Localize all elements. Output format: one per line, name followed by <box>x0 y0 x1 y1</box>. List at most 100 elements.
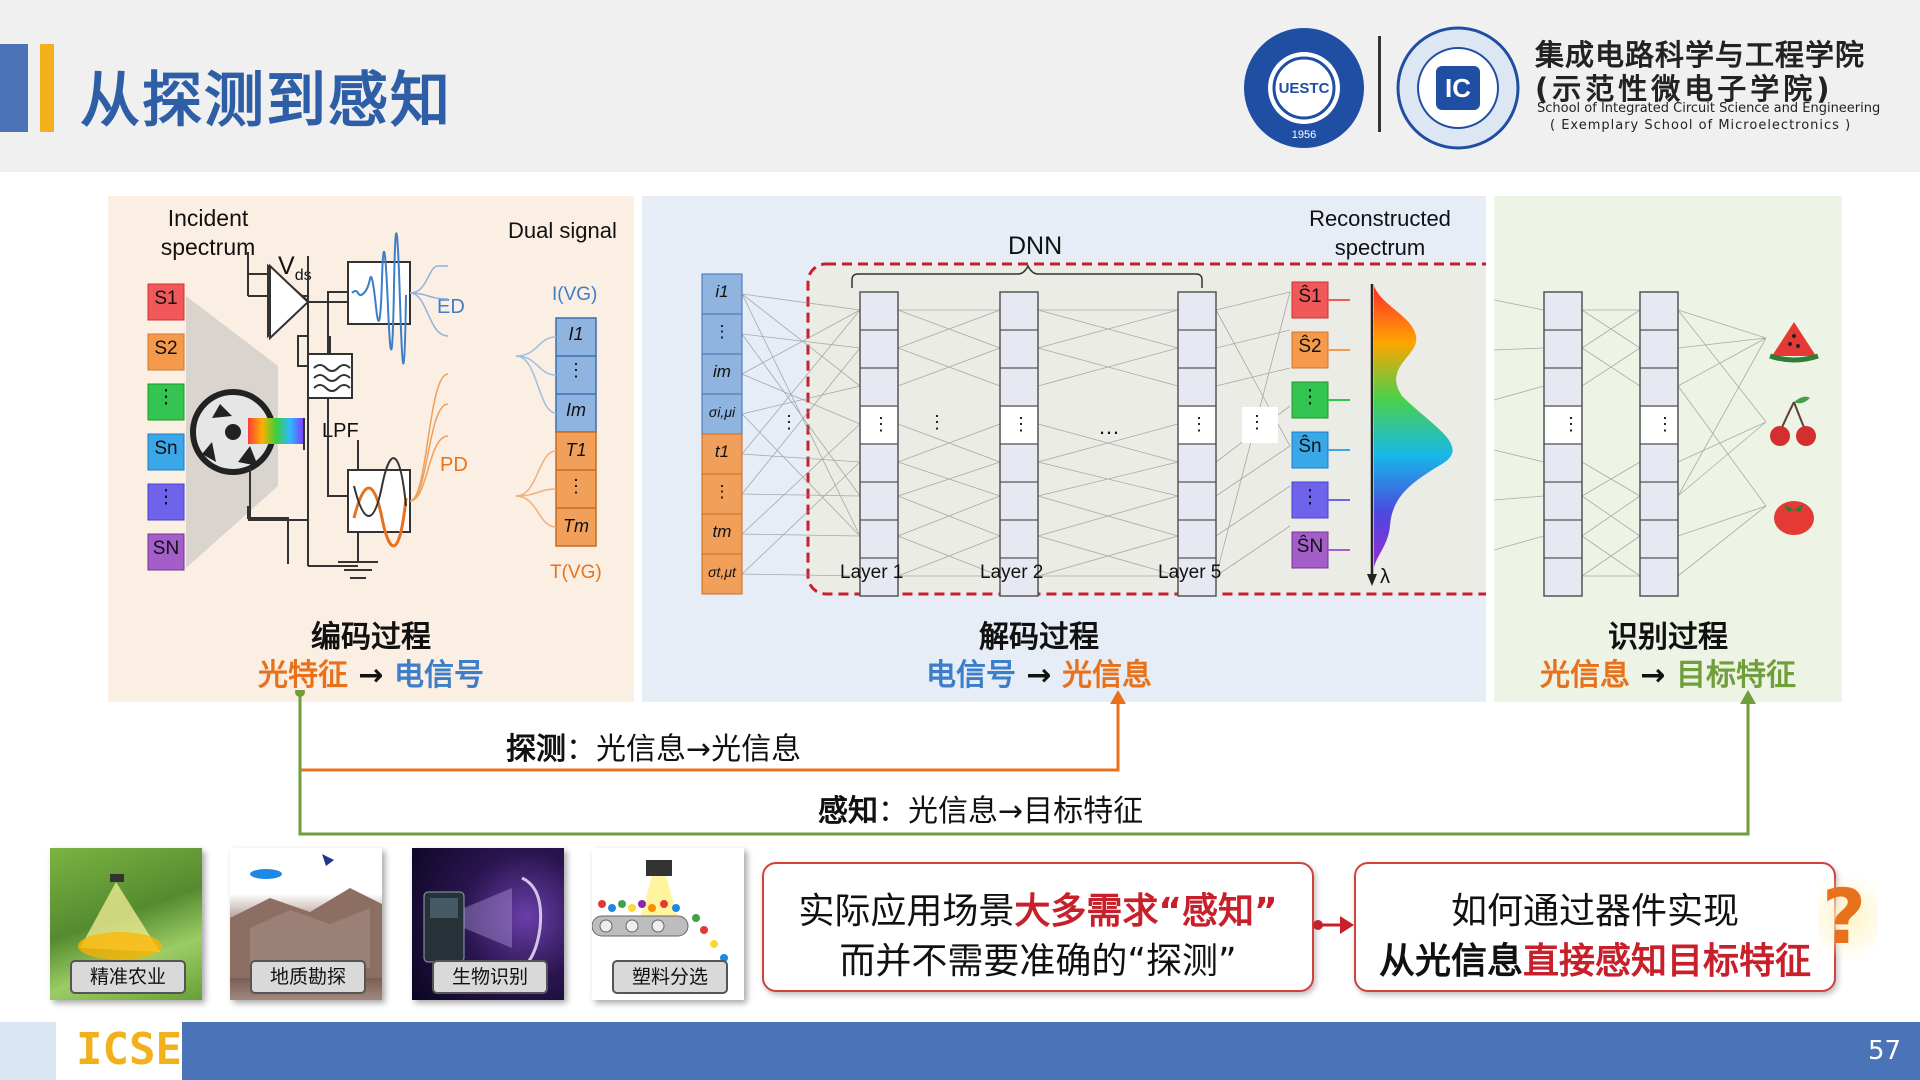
output-label: Ŝ2 <box>1298 336 1322 357</box>
input-cell-label: σt,μt <box>708 564 736 580</box>
output-label: ⋮ <box>1300 487 1320 508</box>
school-name-en: School of Integrated Circuit Science and… <box>1537 101 1881 116</box>
recognize-sub-arrow: → <box>1640 658 1666 693</box>
icse-logo: IC <box>1396 26 1520 150</box>
vertical-ellipsis: ⋮ <box>1562 414 1580 434</box>
thumbnail-geology: 地质勘探 <box>230 848 382 1000</box>
output-label: Ŝn <box>1298 436 1322 457</box>
tomato-icon <box>1774 501 1814 535</box>
question-mark-icon: ? <box>1822 872 1867 961</box>
lambda-label: λ <box>1380 566 1390 588</box>
header-accent-blue <box>0 44 28 132</box>
encode-subtitle: 光特征 → 电信号 <box>108 650 634 694</box>
encode-sub-arrow: → <box>358 658 384 693</box>
current-cell-label: Im <box>566 400 586 420</box>
horizontal-ellipsis: … <box>1098 414 1120 439</box>
vertical-ellipsis: ⋮ <box>1190 414 1208 434</box>
output-label: ŜN <box>1296 536 1324 557</box>
current-cell-label: I1 <box>568 324 584 344</box>
callout2-text-a: 从光信息 <box>1378 941 1523 982</box>
callout-requirement: 实际应用场景大多需求“感知” 而并不需要准确的“探测” <box>762 862 1314 992</box>
school-subname-en: ( Exemplary School of Microelectronics ) <box>1550 118 1852 133</box>
recognize-title: 识别过程 <box>1608 620 1728 655</box>
lpf-label: LPF <box>322 420 359 442</box>
flow-arrows <box>295 690 1756 836</box>
callout1-text-a: 实际应用场景 <box>798 891 1015 932</box>
incident-spectrum-label: Incident spectrum <box>160 205 256 260</box>
source-label: Sn <box>154 438 178 459</box>
dnn-diagram <box>701 262 1486 597</box>
layer2-label: Layer 2 <box>980 562 1044 583</box>
source-label: SN <box>152 538 180 559</box>
footer-brand: ICSE <box>76 1024 182 1075</box>
source-label: ⋮ <box>156 487 176 508</box>
recognize-sub-right: 目标特征 <box>1676 658 1797 693</box>
input-cell-label: im <box>713 362 731 381</box>
callout-question-line2: 从光信息直接感知目标特征 <box>1356 932 1834 984</box>
encode-sub-left: 光特征 <box>257 658 348 693</box>
perceive-keyword: 感知 <box>818 794 878 829</box>
layer1-label: Layer 1 <box>840 562 904 583</box>
page-number: 57 <box>1868 1036 1902 1066</box>
layer5-label: Layer 5 <box>1158 562 1222 583</box>
input-cell-label: i1 <box>715 282 729 301</box>
logo-separator <box>1378 36 1381 132</box>
thumbnail-plastic-sorting: 塑料分选 <box>592 848 744 1000</box>
thumbnail-label: 地质勘探 <box>250 960 366 994</box>
vertical-ellipsis: ⋮ <box>780 412 798 432</box>
time-cell-label: T1 <box>565 440 587 460</box>
output-label: Ŝ1 <box>1298 286 1322 307</box>
input-cell-label: σi,μi <box>708 404 736 420</box>
callout-arrow-icon <box>1313 916 1354 934</box>
vertical-ellipsis: ⋮ <box>1656 414 1674 434</box>
decode-sub-arrow: → <box>1026 658 1052 693</box>
callout2-text-b: 直接感知目标特征 <box>1523 941 1812 982</box>
callout2-text-line1: 如何通过器件实现 <box>1450 891 1739 932</box>
encode-circuit <box>147 232 597 579</box>
icse-logo-text: IC <box>1445 73 1471 103</box>
source-squares <box>147 283 185 571</box>
decode-subtitle: 电信号 → 光信息 <box>642 650 1436 694</box>
footer-bar <box>0 1022 1920 1080</box>
callout-requirement-line1: 实际应用场景大多需求“感知” <box>764 882 1312 934</box>
input-cell-label: ⋮ <box>713 482 731 501</box>
perceive-flow-label: 感知：光信息→目标特征 <box>818 786 1143 830</box>
input-cell-label: ⋮ <box>713 322 731 341</box>
encode-sub-right: 电信号 <box>394 658 485 693</box>
thumbnail-label: 塑料分选 <box>612 960 728 994</box>
thumbnail-label: 生物识别 <box>432 960 548 994</box>
dnn-label: DNN <box>1008 232 1063 260</box>
recognize-subtitle: 光信息 → 目标特征 <box>1494 650 1842 694</box>
vertical-ellipsis: ⋮ <box>928 412 946 432</box>
source-label: ⋮ <box>156 387 176 408</box>
uestc-logo: UESTC 1956 <box>1244 28 1364 148</box>
header-accent-yellow <box>40 44 54 132</box>
vertical-ellipsis: ⋮ <box>1012 414 1030 434</box>
input-cell-label: t1 <box>714 442 730 461</box>
detect-keyword: 探测 <box>506 732 566 767</box>
reconstructed-spectrum-label: Reconstructed spectrum <box>1309 206 1451 260</box>
callout-question: 如何通过器件实现 从光信息直接感知目标特征 <box>1354 862 1836 992</box>
perceive-description: ：光信息→目标特征 <box>878 794 1144 829</box>
dual-signal-label: Dual signal <box>508 218 617 243</box>
recognize-network <box>1494 291 1819 597</box>
decode-sub-left: 电信号 <box>925 658 1016 693</box>
callout1-text-line2: 而并不需要准确的“探测” <box>839 941 1237 982</box>
output-label: ⋮ <box>1300 387 1320 408</box>
source-label: S1 <box>154 288 178 309</box>
source-label: S2 <box>154 338 178 359</box>
detect-flow-label: 探测：光信息→光信息 <box>506 724 801 768</box>
thumbnail-agriculture: 精准农业 <box>50 848 202 1000</box>
footer-accent <box>0 1022 56 1080</box>
header-bar <box>0 0 1920 172</box>
current-cell-label: ⋮ <box>567 360 585 380</box>
ed-label: ED <box>437 296 465 318</box>
page-title: 从探测到感知 <box>80 66 452 136</box>
input-cell-label: tm <box>712 522 732 541</box>
encode-title: 编码过程 <box>311 620 431 655</box>
school-name-cn: 集成电路科学与工程学院 <box>1535 38 1866 72</box>
detect-description: ：光信息→光信息 <box>566 732 802 767</box>
decode-sub-right: 光信息 <box>1062 658 1153 693</box>
recognize-sub-left: 光信息 <box>1539 658 1630 693</box>
time-cell-label: ⋮ <box>567 476 585 496</box>
